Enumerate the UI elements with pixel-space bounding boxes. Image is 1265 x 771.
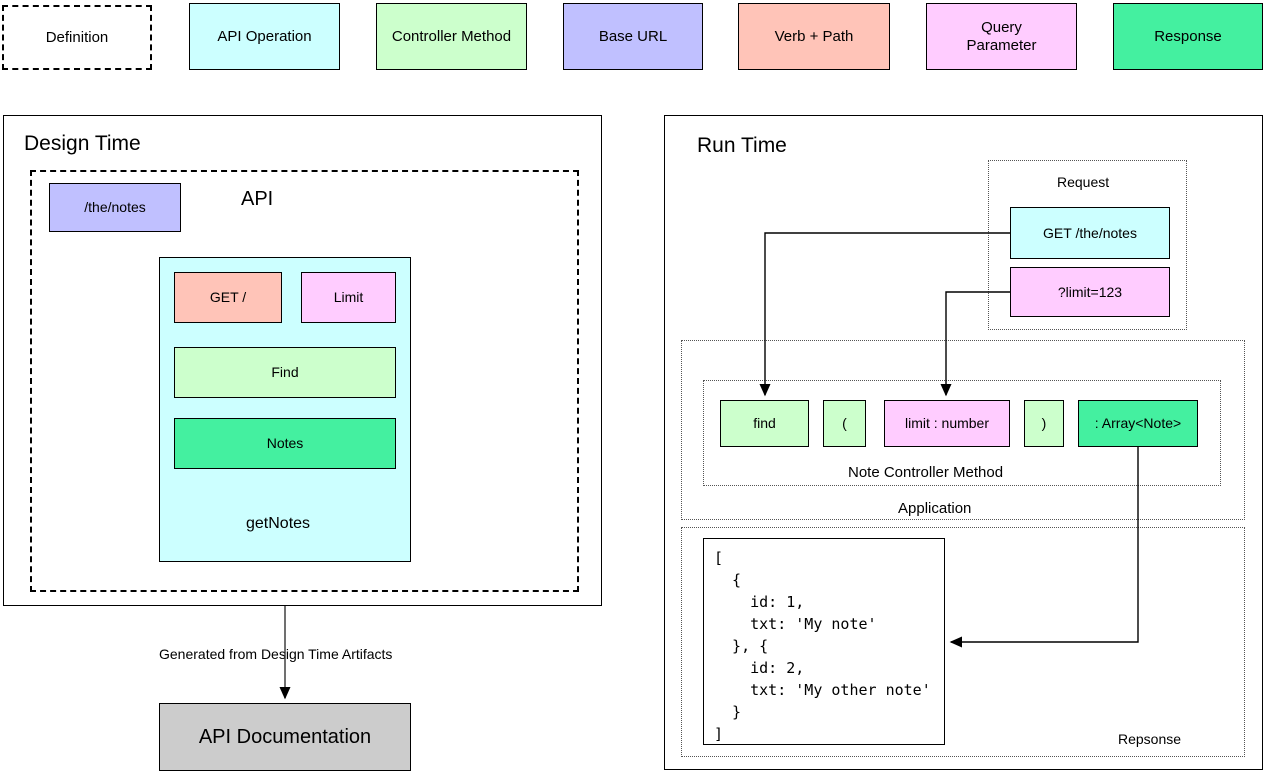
token-label: find [753, 415, 776, 432]
token-label: limit : number [904, 415, 990, 432]
base-url-label: /the/notes [84, 199, 146, 216]
controller-method-label: Find [271, 364, 299, 381]
legend-item-verb-path: Verb + Path [738, 3, 890, 70]
design-time-title: Design Time [24, 132, 141, 155]
request-verb-path-box: GET /the/notes [1010, 207, 1170, 259]
legend-item-controller-method: Controller Method [376, 3, 527, 70]
legend-label: Response [1154, 27, 1222, 45]
query-parameter-label: Limit [333, 289, 364, 306]
request-query-param-label: ?limit=123 [1057, 283, 1123, 300]
api-group-label: API [241, 188, 274, 210]
token-find: find [720, 400, 809, 447]
query-parameter-box: Limit [301, 272, 396, 323]
token-limit-number: limit : number [884, 400, 1010, 447]
request-query-param-box: ?limit=123 [1010, 267, 1170, 317]
verb-path-box: GET / [174, 272, 282, 323]
controller-method-box: Find [174, 347, 396, 398]
legend-item-base-url: Base URL [563, 3, 703, 70]
api-documentation-label: API Documentation [198, 725, 372, 748]
response-body-box: [ { id: 1, txt: 'My note' }, { id: 2, tx… [703, 538, 945, 745]
response-box: Notes [174, 418, 396, 469]
token-label: : Array<Note> [1094, 415, 1182, 432]
response-body-text: [ { id: 1, txt: 'My note' }, { id: 2, tx… [714, 549, 931, 743]
application-group-label: Application [898, 500, 972, 517]
request-verb-path-label: GET /the/notes [1043, 224, 1137, 241]
operation-name-label: getNotes [246, 515, 311, 532]
legend-item-response: Response [1113, 3, 1263, 70]
token-open-paren: ( [823, 400, 866, 447]
response-label: Notes [266, 435, 304, 452]
legend-label: Base URL [598, 27, 668, 45]
legend-label: Controller Method [391, 27, 512, 45]
legend-label: Query Parameter [966, 19, 1037, 54]
legend-item-api-operation: API Operation [189, 3, 340, 70]
token-label: ) [1041, 415, 1047, 432]
note-controller-method-label: Note Controller Method [848, 464, 1004, 481]
generated-from-label: Generated from Design Time Artifacts [159, 646, 393, 662]
request-group-label: Request [1057, 174, 1110, 190]
legend-item-query-parameter: Query Parameter [926, 3, 1077, 70]
legend-label: Verb + Path [774, 27, 854, 45]
api-documentation-box: API Documentation [159, 703, 411, 771]
run-time-title: Run Time [697, 134, 787, 157]
legend-label: Definition [45, 28, 109, 46]
response-group-label: Repsonse [1118, 731, 1182, 747]
verb-path-label: GET / [209, 289, 247, 306]
legend-item-definition: Definition [2, 5, 152, 70]
token-close-paren: ) [1024, 400, 1064, 447]
api-definition-group [30, 170, 579, 592]
legend-label: API Operation [217, 27, 312, 45]
base-url-box: /the/notes [49, 183, 181, 232]
token-return-type: : Array<Note> [1078, 400, 1198, 447]
token-label: ( [842, 415, 847, 432]
